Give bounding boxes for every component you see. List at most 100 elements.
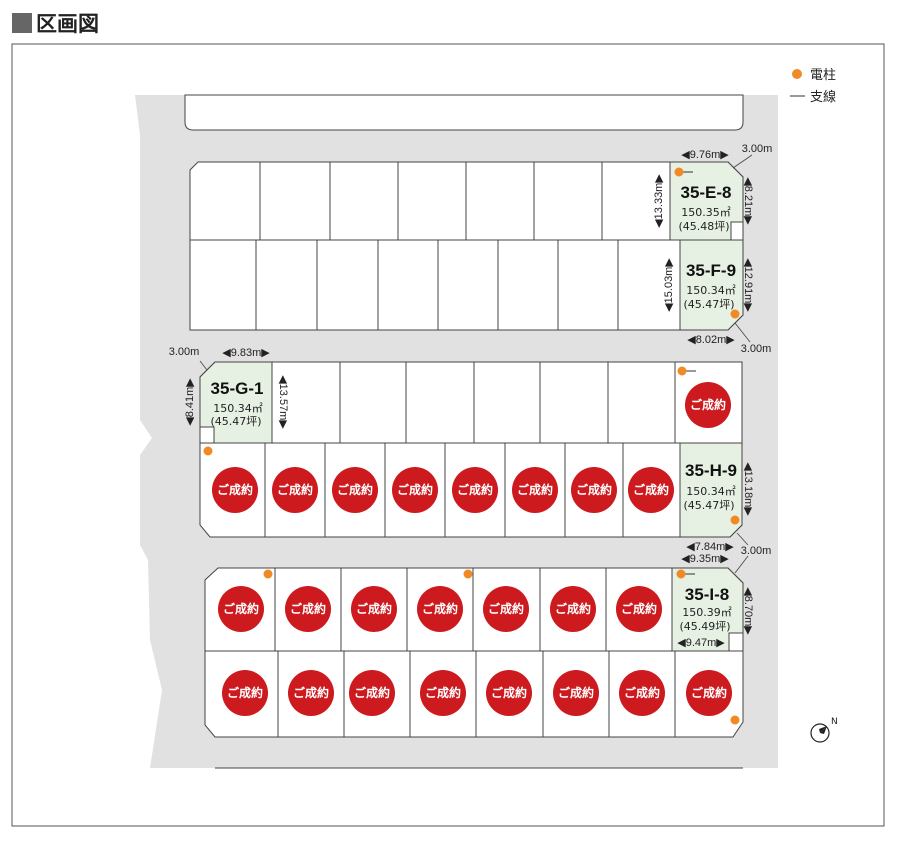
svg-text:◀13.33m▶: ◀13.33m▶	[653, 174, 665, 228]
svg-text:35-G-1: 35-G-1	[211, 379, 264, 398]
sold-badge: ご成約	[619, 670, 665, 716]
sold-badge: ご成約	[571, 467, 617, 513]
svg-text:150.34㎡: 150.34㎡	[686, 284, 736, 297]
svg-text:◀8.21m▶: ◀8.21m▶	[742, 177, 754, 225]
sold-badge: ご成約	[685, 382, 731, 428]
sold-label: ご成約	[354, 685, 390, 700]
sold-label: ご成約	[227, 685, 263, 700]
svg-text:◀13.57m▶: ◀13.57m▶	[277, 375, 289, 429]
utility-pole-icon	[463, 569, 473, 579]
svg-text:◀9.47m▶: ◀9.47m▶	[677, 637, 725, 649]
legend-pole-label: 電柱	[810, 68, 836, 83]
utility-pole-icon	[730, 715, 740, 725]
sold-badge: ご成約	[486, 670, 532, 716]
svg-text:◀8.70m▶: ◀8.70m▶	[742, 587, 754, 635]
svg-text:(45.48坪): (45.48坪)	[678, 220, 729, 233]
sold-label: ご成約	[397, 482, 433, 497]
sold-badge: ご成約	[512, 467, 558, 513]
svg-text:(45.49坪): (45.49坪)	[679, 620, 730, 633]
svg-text:N: N	[831, 717, 838, 727]
sold-badge: ご成約	[686, 670, 732, 716]
utility-pole-icon	[203, 446, 213, 456]
lot-35-I-8[interactable]	[671, 567, 744, 652]
sold-badges: ご成約ご成約ご成約ご成約ご成約ご成約ご成約ご成約ご成約ご成約ご成約ご成約ご成約ご…	[212, 382, 732, 716]
svg-text:◀8.02m▶: ◀8.02m▶	[687, 334, 735, 346]
block-top	[184, 94, 744, 131]
svg-text:3.00m: 3.00m	[169, 346, 200, 358]
sold-label: ご成約	[337, 482, 373, 497]
sold-label: ご成約	[422, 601, 458, 616]
sold-badge: ご成約	[452, 467, 498, 513]
page-title: 区画図	[12, 8, 99, 38]
sold-label: ご成約	[690, 397, 726, 412]
svg-text:150.34㎡: 150.34㎡	[213, 402, 263, 415]
svg-text:35-H-9: 35-H-9	[685, 461, 737, 480]
utility-pole-icon	[730, 309, 740, 319]
svg-text:(45.47坪): (45.47坪)	[210, 415, 261, 428]
utility-pole-icon	[730, 515, 740, 525]
sold-badge: ご成約	[332, 467, 378, 513]
sold-badge: ご成約	[553, 670, 599, 716]
sold-label: ご成約	[488, 601, 524, 616]
sold-label: ご成約	[624, 685, 660, 700]
block-1	[189, 161, 744, 331]
plan-frame	[11, 43, 885, 827]
sold-label: ご成約	[555, 601, 591, 616]
title-square-icon	[12, 13, 32, 33]
sold-label: ご成約	[457, 482, 493, 497]
legend-guy-wire-label: 支線	[810, 89, 836, 105]
sold-badge: ご成約	[550, 586, 596, 632]
sold-label: ご成約	[491, 685, 527, 700]
utility-pole-icon	[263, 569, 273, 579]
title-text: 区画図	[36, 12, 99, 36]
utility-pole-icon	[677, 366, 687, 376]
sold-label: ご成約	[425, 685, 461, 700]
lot-35-E-8[interactable]	[669, 161, 744, 241]
label-35-I-8: 35-I-8 150.39㎡ (45.49坪)	[679, 585, 731, 633]
svg-text:◀8.41m▶: ◀8.41m▶	[184, 378, 196, 426]
lot-35-G-1[interactable]	[199, 361, 273, 444]
svg-text:(45.47坪): (45.47坪)	[683, 499, 734, 512]
label-35-F-9: 35-F-9 150.34㎡ (45.47坪)	[683, 261, 736, 311]
sold-label: ご成約	[621, 601, 657, 616]
svg-text:◀9.83m▶: ◀9.83m▶	[222, 347, 270, 359]
sold-badge: ご成約	[212, 467, 258, 513]
label-35-H-9: 35-H-9 150.34㎡ (45.47坪)	[683, 461, 737, 512]
sold-badge: ご成約	[628, 467, 674, 513]
sold-label: ご成約	[277, 482, 313, 497]
svg-text:150.35㎡: 150.35㎡	[681, 206, 731, 219]
svg-text:150.39㎡: 150.39㎡	[682, 606, 732, 619]
compass-icon: N	[810, 717, 838, 743]
sold-badge: ご成約	[420, 670, 466, 716]
svg-text:3.00m: 3.00m	[742, 143, 773, 155]
lot-35-F-9[interactable]	[679, 239, 744, 331]
sold-label: ご成約	[517, 482, 553, 497]
dimensions: ◀9.76m▶ ◀13.33m▶ ◀8.21m▶ 3.00m ◀15.03m▶ …	[169, 143, 773, 649]
sold-label: ご成約	[217, 482, 253, 497]
sold-badge: ご成約	[483, 586, 529, 632]
sold-label: ご成約	[691, 685, 727, 700]
svg-text:35-F-9: 35-F-9	[686, 261, 736, 280]
sold-badge: ご成約	[616, 586, 662, 632]
sold-badge: ご成約	[272, 467, 318, 513]
utility-poles	[203, 167, 740, 725]
svg-text:(45.47坪): (45.47坪)	[683, 298, 734, 311]
sold-label: ご成約	[576, 482, 612, 497]
sold-label: ご成約	[293, 685, 329, 700]
svg-text:35-I-8: 35-I-8	[685, 585, 729, 604]
svg-text:◀7.84m▶: ◀7.84m▶	[686, 541, 734, 553]
sold-label: ご成約	[356, 601, 392, 616]
label-35-E-8: 35-E-8 150.35㎡ (45.48坪)	[678, 183, 731, 233]
sold-badge: ご成約	[288, 670, 334, 716]
sold-badge: ご成約	[285, 586, 331, 632]
sold-badge: ご成約	[417, 586, 463, 632]
svg-text:3.00m: 3.00m	[741, 545, 772, 557]
svg-text:◀13.18m▶: ◀13.18m▶	[742, 462, 754, 516]
lot-35-H-9[interactable]	[679, 442, 743, 538]
svg-text:35-E-8: 35-E-8	[680, 183, 731, 202]
sold-badge: ご成約	[392, 467, 438, 513]
sold-label: ご成約	[558, 685, 594, 700]
pole-legend-icon	[792, 69, 802, 79]
sold-label: ご成約	[223, 601, 259, 616]
